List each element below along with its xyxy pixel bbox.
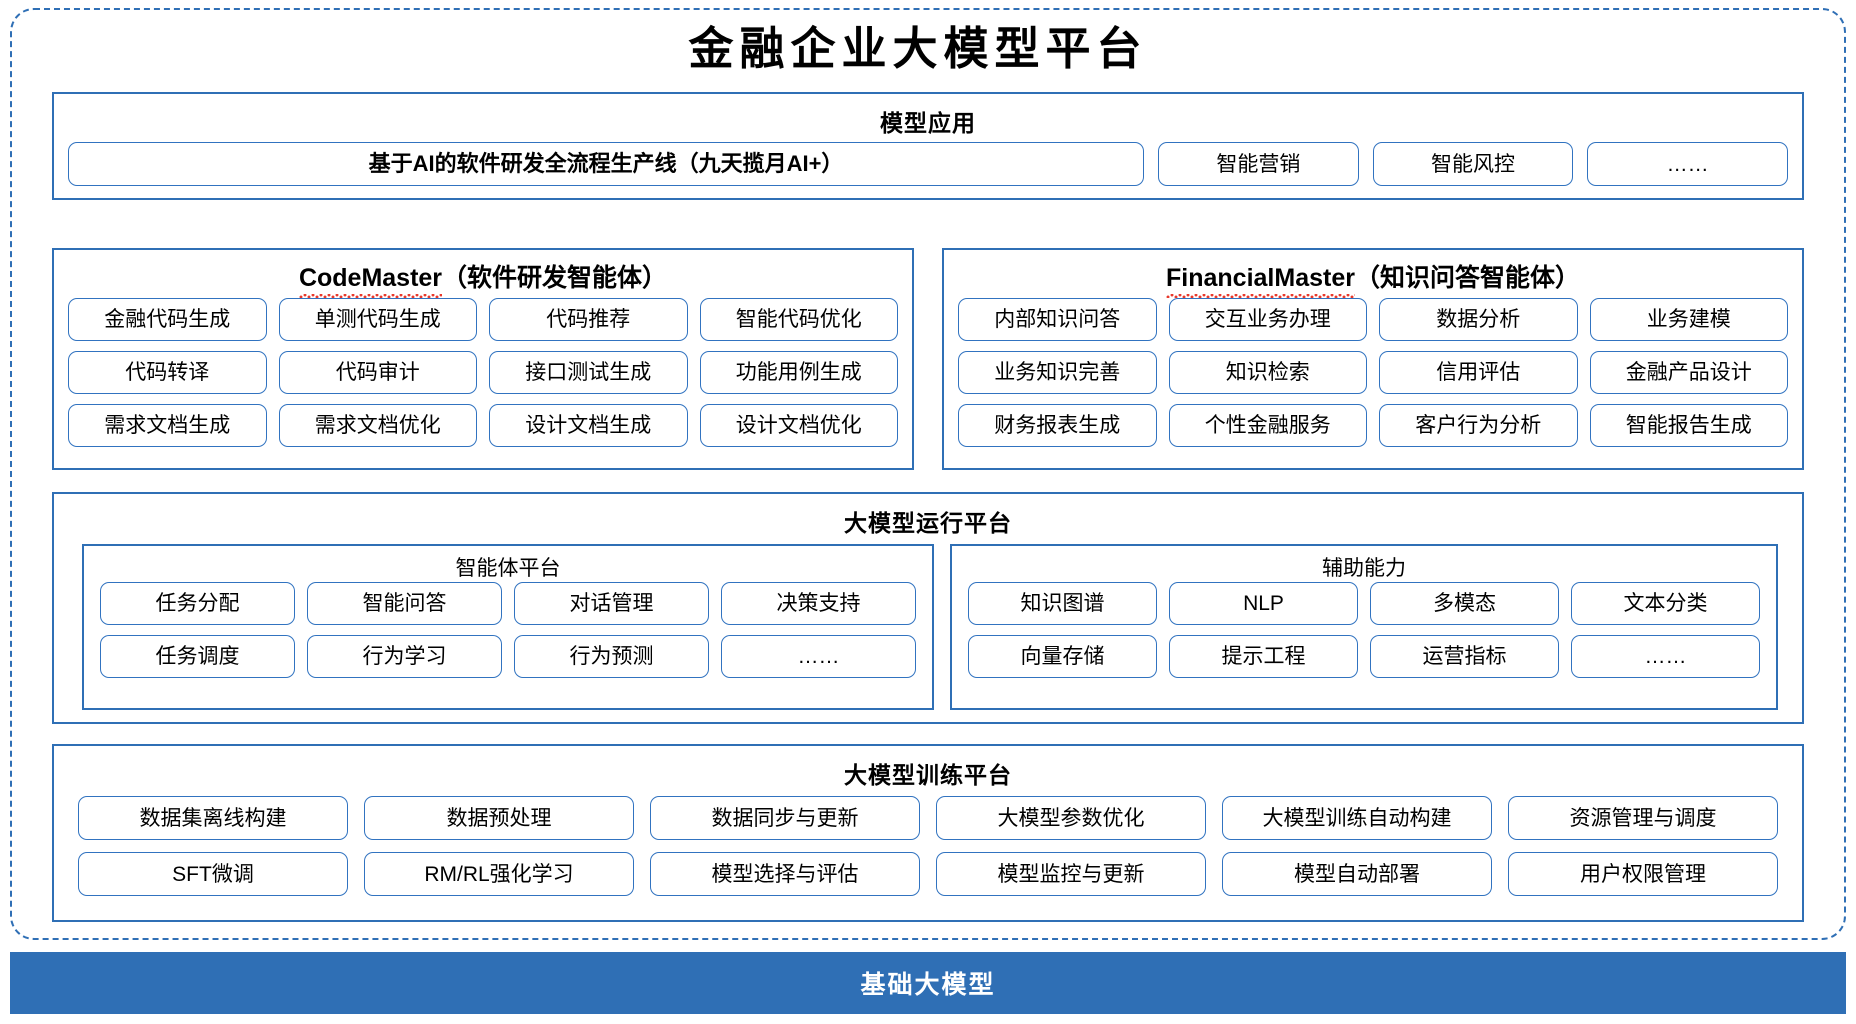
- pill-code-item[interactable]: 接口测试生成: [489, 351, 688, 394]
- code-master-suffix: （软件研发智能体）: [442, 264, 668, 292]
- auxiliary-capability-title: 辅助能力: [1322, 557, 1406, 580]
- code-master-grid: 金融代码生成 单测代码生成 代码推荐 智能代码优化 代码转译 代码审计 接口测试…: [68, 298, 898, 447]
- pill-code-item[interactable]: 设计文档优化: [699, 404, 898, 447]
- pill-auxiliary-item[interactable]: 知识图谱: [968, 582, 1157, 625]
- pill-code-item[interactable]: 金融代码生成: [68, 298, 267, 341]
- pill-code-item[interactable]: 代码转译: [68, 351, 267, 394]
- pill-training-item[interactable]: 数据集离线构建: [78, 796, 348, 840]
- agent-platform-grid: 任务分配 智能问答 对话管理 决策支持 任务调度 行为学习 行为预测 ……: [100, 582, 916, 678]
- pill-code-item[interactable]: 功能用例生成: [699, 351, 898, 394]
- pill-code-item[interactable]: 需求文档优化: [278, 404, 477, 447]
- pill-auxiliary-item[interactable]: 多模态: [1370, 582, 1559, 625]
- pill-code-item[interactable]: 代码推荐: [489, 298, 688, 341]
- pill-finance-item[interactable]: 知识检索: [1168, 351, 1367, 394]
- pill-agent-item[interactable]: 行为预测: [514, 635, 709, 678]
- pill-agent-item[interactable]: 决策支持: [721, 582, 916, 625]
- pill-training-item[interactable]: 数据同步与更新: [650, 796, 920, 840]
- pill-auxiliary-item[interactable]: ……: [1571, 635, 1760, 678]
- pill-finance-item[interactable]: 财务报表生成: [958, 404, 1157, 447]
- financial-master-title: FinancialMaster（知识问答智能体）: [944, 258, 1802, 298]
- panel-agent-platform: 智能体平台 任务分配 智能问答 对话管理 决策支持 任务调度 行为学习 行为预测…: [82, 544, 934, 710]
- pill-training-item[interactable]: 资源管理与调度: [1508, 796, 1778, 840]
- pill-more-applications[interactable]: ……: [1587, 142, 1789, 186]
- pill-code-item[interactable]: 代码审计: [278, 351, 477, 394]
- training-platform-grid: 数据集离线构建 数据预处理 数据同步与更新 大模型参数优化 大模型训练自动构建 …: [78, 796, 1778, 896]
- panel-auxiliary-capability: 辅助能力 知识图谱 NLP 多模态 文本分类 向量存储 提示工程 运营指标 ……: [950, 544, 1778, 710]
- pill-training-item[interactable]: 模型选择与评估: [650, 852, 920, 896]
- model-application-title: 模型应用: [880, 110, 976, 136]
- pill-training-item[interactable]: RM/RL强化学习: [364, 852, 634, 896]
- panel-code-master: CodeMaster（软件研发智能体） 金融代码生成 单测代码生成 代码推荐 智…: [52, 248, 914, 470]
- pill-training-item[interactable]: 模型监控与更新: [936, 852, 1206, 896]
- pill-code-item[interactable]: 设计文档生成: [489, 404, 688, 447]
- pill-auxiliary-item[interactable]: 提示工程: [1169, 635, 1358, 678]
- pill-agent-item[interactable]: ……: [721, 635, 916, 678]
- pill-finance-item[interactable]: 个性金融服务: [1168, 404, 1367, 447]
- agent-platform-title: 智能体平台: [455, 557, 561, 580]
- pill-agent-item[interactable]: 任务分配: [100, 582, 295, 625]
- training-platform-title: 大模型训练平台: [844, 762, 1012, 788]
- panel-financial-master: FinancialMaster（知识问答智能体） 内部知识问答 交互业务办理 数…: [942, 248, 1804, 470]
- pill-finance-item[interactable]: 交互业务办理: [1168, 298, 1367, 341]
- pill-ai-pipeline[interactable]: 基于AI的软件研发全流程生产线（九天揽月AI+）: [68, 142, 1144, 186]
- pill-agent-item[interactable]: 任务调度: [100, 635, 295, 678]
- base-model-label: 基础大模型: [860, 971, 996, 999]
- financial-master-grid: 内部知识问答 交互业务办理 数据分析 业务建模 业务知识完善 知识检索 信用评估…: [958, 298, 1788, 447]
- pill-code-item[interactable]: 单测代码生成: [278, 298, 477, 341]
- pill-agent-item[interactable]: 对话管理: [514, 582, 709, 625]
- pill-finance-item[interactable]: 智能报告生成: [1589, 404, 1788, 447]
- pill-training-item[interactable]: 大模型参数优化: [936, 796, 1206, 840]
- page-title: 金融企业大模型平台: [688, 24, 1148, 74]
- auxiliary-capability-grid: 知识图谱 NLP 多模态 文本分类 向量存储 提示工程 运营指标 ……: [968, 582, 1760, 678]
- pill-smart-risk-control[interactable]: 智能风控: [1372, 142, 1574, 186]
- code-master-title: CodeMaster（软件研发智能体）: [54, 258, 912, 298]
- pill-auxiliary-item[interactable]: NLP: [1169, 582, 1358, 625]
- pill-agent-item[interactable]: 智能问答: [307, 582, 502, 625]
- pill-auxiliary-item[interactable]: 文本分类: [1571, 582, 1760, 625]
- pill-finance-item[interactable]: 信用评估: [1379, 351, 1578, 394]
- pill-training-item[interactable]: 数据预处理: [364, 796, 634, 840]
- pill-training-item[interactable]: 大模型训练自动构建: [1222, 796, 1492, 840]
- pill-code-item[interactable]: 智能代码优化: [699, 298, 898, 341]
- pill-training-item[interactable]: 模型自动部署: [1222, 852, 1492, 896]
- panel-runtime-platform: 大模型运行平台 智能体平台 任务分配 智能问答 对话管理 决策支持 任务调度 行…: [52, 492, 1804, 724]
- financial-master-name: FinancialMaster: [1166, 264, 1355, 298]
- model-application-row: 基于AI的软件研发全流程生产线（九天揽月AI+） 智能营销 智能风控 ……: [68, 142, 1789, 186]
- base-model-bar: 基础大模型: [10, 952, 1846, 1014]
- pill-finance-item[interactable]: 业务建模: [1589, 298, 1788, 341]
- pill-finance-item[interactable]: 金融产品设计: [1589, 351, 1788, 394]
- pill-auxiliary-item[interactable]: 运营指标: [1370, 635, 1559, 678]
- pill-code-item[interactable]: 需求文档生成: [68, 404, 267, 447]
- panel-model-application: 模型应用 基于AI的软件研发全流程生产线（九天揽月AI+） 智能营销 智能风控 …: [52, 92, 1804, 200]
- pill-finance-item[interactable]: 数据分析: [1379, 298, 1578, 341]
- pill-smart-marketing[interactable]: 智能营销: [1158, 142, 1359, 186]
- code-master-name: CodeMaster: [298, 264, 443, 298]
- pill-training-item[interactable]: SFT微调: [78, 852, 348, 896]
- pill-finance-item[interactable]: 业务知识完善: [958, 351, 1157, 394]
- financial-master-suffix: （知识问答智能体）: [1354, 264, 1580, 292]
- panel-training-platform: 大模型训练平台 数据集离线构建 数据预处理 数据同步与更新 大模型参数优化 大模…: [52, 744, 1804, 922]
- pill-finance-item[interactable]: 内部知识问答: [958, 298, 1157, 341]
- pill-agent-item[interactable]: 行为学习: [307, 635, 502, 678]
- pill-finance-item[interactable]: 客户行为分析: [1379, 404, 1578, 447]
- pill-training-item[interactable]: 用户权限管理: [1508, 852, 1778, 896]
- runtime-platform-title: 大模型运行平台: [844, 510, 1012, 536]
- pill-auxiliary-item[interactable]: 向量存储: [968, 635, 1157, 678]
